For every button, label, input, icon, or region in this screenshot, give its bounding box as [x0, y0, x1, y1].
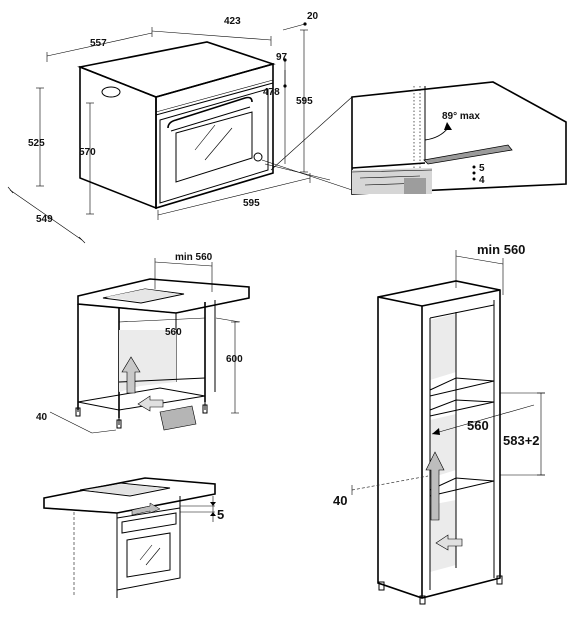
dim-525: 525	[28, 138, 45, 149]
oven-dimensions	[7, 22, 331, 244]
oven-dimension-labels: 423 20 557 97 478 595 525 570 549 595	[28, 11, 319, 225]
undercounter-height: 600	[226, 354, 243, 365]
dim-595-height: 595	[296, 96, 313, 107]
door-detail: 89° max 5 4	[261, 81, 567, 195]
dim-478: 478	[263, 87, 280, 98]
dim-595-width: 595	[243, 198, 260, 209]
undercounter-depth: 40	[36, 412, 48, 423]
detail-angle-label: 89° max	[442, 111, 480, 122]
undercounter-inner-width: 560	[165, 327, 182, 338]
column-depth: 40	[333, 493, 347, 508]
undercounter-cabinet: min 560 560 600 40	[36, 252, 250, 434]
column-min-width: min 560	[477, 242, 525, 257]
detail-gap-5: 5	[479, 163, 485, 174]
hob-oven-install: 5	[43, 477, 224, 598]
dim-549: 549	[36, 214, 53, 225]
hob-gap-label: 5	[217, 507, 224, 522]
detail-gap-4: 4	[479, 175, 485, 186]
dim-570: 570	[79, 147, 96, 158]
oven-drawing	[77, 41, 276, 210]
tall-column: min 560 560 583+2 40	[333, 242, 545, 605]
dim-557: 557	[90, 38, 107, 49]
dim-423: 423	[224, 16, 241, 27]
dim-97: 97	[276, 52, 288, 63]
column-inner-width: 560	[467, 418, 489, 433]
column-height: 583+2	[503, 433, 540, 448]
dim-20: 20	[307, 11, 319, 22]
undercounter-min-width: min 560	[175, 252, 213, 263]
